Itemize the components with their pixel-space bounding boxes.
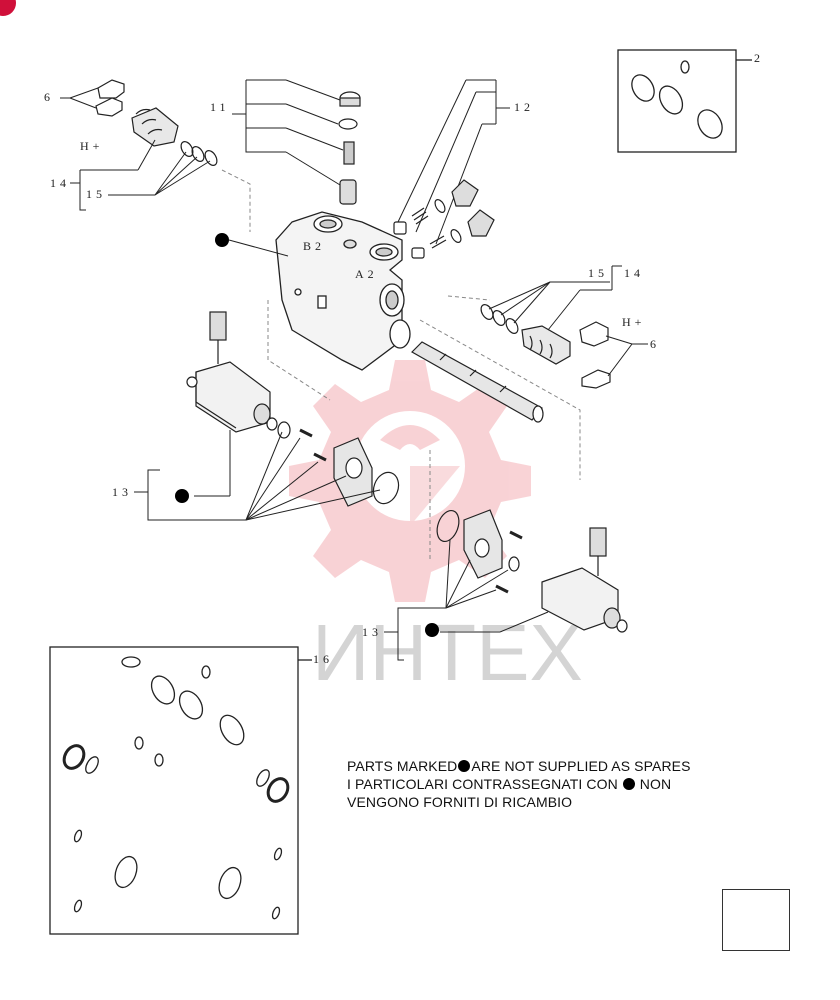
marker-13-left — [175, 489, 189, 503]
valve-body — [275, 211, 411, 371]
watermark-text: ИНТЕХ — [312, 608, 583, 697]
bracket-13-right — [384, 539, 549, 661]
label-hplus-top: H+ — [80, 139, 103, 153]
leader-lines-left — [60, 87, 211, 211]
plug-parts-12 — [393, 179, 495, 259]
label-6-right: 6 — [650, 337, 660, 351]
label-14-right: 14 — [624, 266, 644, 280]
leader-lines-right — [488, 265, 648, 377]
next-page-button[interactable] — [722, 889, 790, 951]
label-6-top: 6 — [44, 90, 54, 104]
bracket-12 — [397, 79, 510, 245]
marker-13-right — [425, 623, 439, 637]
seal-kit-box-2 — [617, 49, 752, 153]
valve-body-marker — [215, 233, 289, 257]
label-11: 11 — [210, 100, 230, 114]
solenoid-left — [186, 311, 400, 507]
label-15-right: 15 — [588, 266, 608, 280]
label-12: 12 — [514, 100, 534, 114]
plug-assembly-right — [480, 304, 611, 389]
label-port-b2: B2 — [303, 239, 325, 253]
check-valve-parts-11 — [338, 91, 361, 205]
label-port-a2: A2 — [355, 267, 378, 281]
bracket-11 — [232, 79, 346, 189]
valve-spool — [411, 341, 544, 423]
label-15-left: 15 — [86, 187, 106, 201]
plug-assembly-left — [95, 79, 218, 166]
corner-badge — [0, 0, 16, 16]
note-line-3: VENGONO FORNITI DI RICAMBIO — [347, 794, 573, 810]
note-line-2: I PARTICOLARI CONTRASSEGNATI CON NON — [347, 776, 672, 792]
solenoid-right — [436, 509, 628, 633]
bullet-marker-icon — [622, 778, 635, 790]
bracket-13-left — [134, 430, 381, 521]
label-14-left: 14 — [50, 176, 70, 190]
seal-kit-box-16 — [49, 646, 312, 935]
label-hplus-right: H+ — [622, 315, 645, 329]
label-13-right: 13 — [362, 625, 382, 639]
label-13-left: 13 — [112, 485, 132, 499]
label-16: 16 — [313, 652, 333, 666]
label-2: 2 — [754, 51, 764, 65]
assembly-dashed-lines — [221, 169, 581, 560]
bullet-marker-icon — [458, 760, 471, 772]
